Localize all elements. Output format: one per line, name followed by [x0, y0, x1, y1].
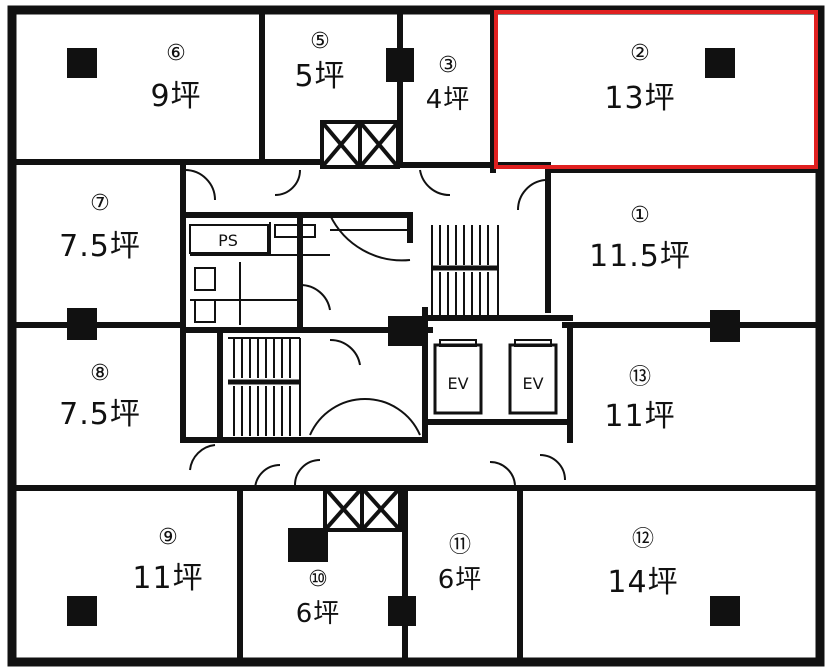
door-arcs — [184, 169, 566, 491]
room-label-2[interactable]: ② 13坪 — [604, 41, 675, 116]
room-number: ⑫ — [632, 527, 654, 552]
room-area: 6坪 — [438, 565, 483, 595]
room-label-10[interactable]: ⑩ 6坪 — [296, 567, 341, 629]
room-area: 11坪 — [604, 399, 675, 434]
room-area: 5坪 — [294, 59, 345, 94]
room-label-5[interactable]: ⑤ 5坪 — [294, 29, 345, 94]
outer-wall — [7, 5, 825, 667]
ps-label: PS — [218, 231, 238, 250]
room-number: ⑤ — [310, 29, 330, 54]
room-label-12[interactable]: ⑫ 14坪 — [607, 527, 678, 600]
room-area: 11坪 — [132, 561, 203, 596]
stairs-lower — [228, 337, 301, 436]
highlight-box — [494, 10, 818, 169]
room-number: ⑨ — [158, 525, 178, 550]
room-label-1[interactable]: ① 11.5坪 — [589, 203, 691, 274]
room-label-8[interactable]: ⑧ 7.5坪 — [59, 361, 141, 432]
room-area: 6坪 — [296, 599, 341, 629]
room-area: 7.5坪 — [59, 229, 141, 264]
room-label-13[interactable]: ⑬ 11坪 — [604, 365, 675, 434]
room-number: ⑪ — [449, 533, 471, 558]
columns — [67, 48, 740, 626]
room-number: ① — [630, 203, 650, 228]
elevator-label-2: EV — [522, 374, 543, 393]
walls — [9, 7, 823, 665]
room-area: 14坪 — [607, 565, 678, 600]
room-area: 9坪 — [150, 79, 201, 114]
room-number: ⑧ — [90, 361, 110, 386]
room-number: ② — [630, 41, 650, 66]
stairs-upper — [431, 225, 499, 318]
room-area: 4坪 — [426, 85, 471, 115]
room-number: ⑩ — [308, 567, 328, 592]
room-number: ⑬ — [629, 365, 651, 390]
room-area: 7.5坪 — [59, 397, 141, 432]
room-area: 13坪 — [604, 81, 675, 116]
shafts — [320, 120, 402, 532]
room-number: ③ — [438, 53, 458, 78]
ps-label-box: PS — [189, 224, 269, 254]
elevators — [433, 339, 558, 415]
room-label-7[interactable]: ⑦ 7.5坪 — [59, 191, 141, 264]
room-label-6[interactable]: ⑥ 9坪 — [150, 41, 201, 114]
elevator-label-1: EV — [447, 374, 468, 393]
room-number: ⑦ — [90, 191, 110, 216]
room-label-3[interactable]: ③ 4坪 — [426, 53, 471, 115]
detail-lines — [190, 222, 410, 325]
room-label-11[interactable]: ⑪ 6坪 — [438, 533, 483, 595]
room-label-9[interactable]: ⑨ 11坪 — [132, 525, 203, 596]
room-number: ⑥ — [166, 41, 186, 66]
room-area: 11.5坪 — [589, 239, 691, 274]
